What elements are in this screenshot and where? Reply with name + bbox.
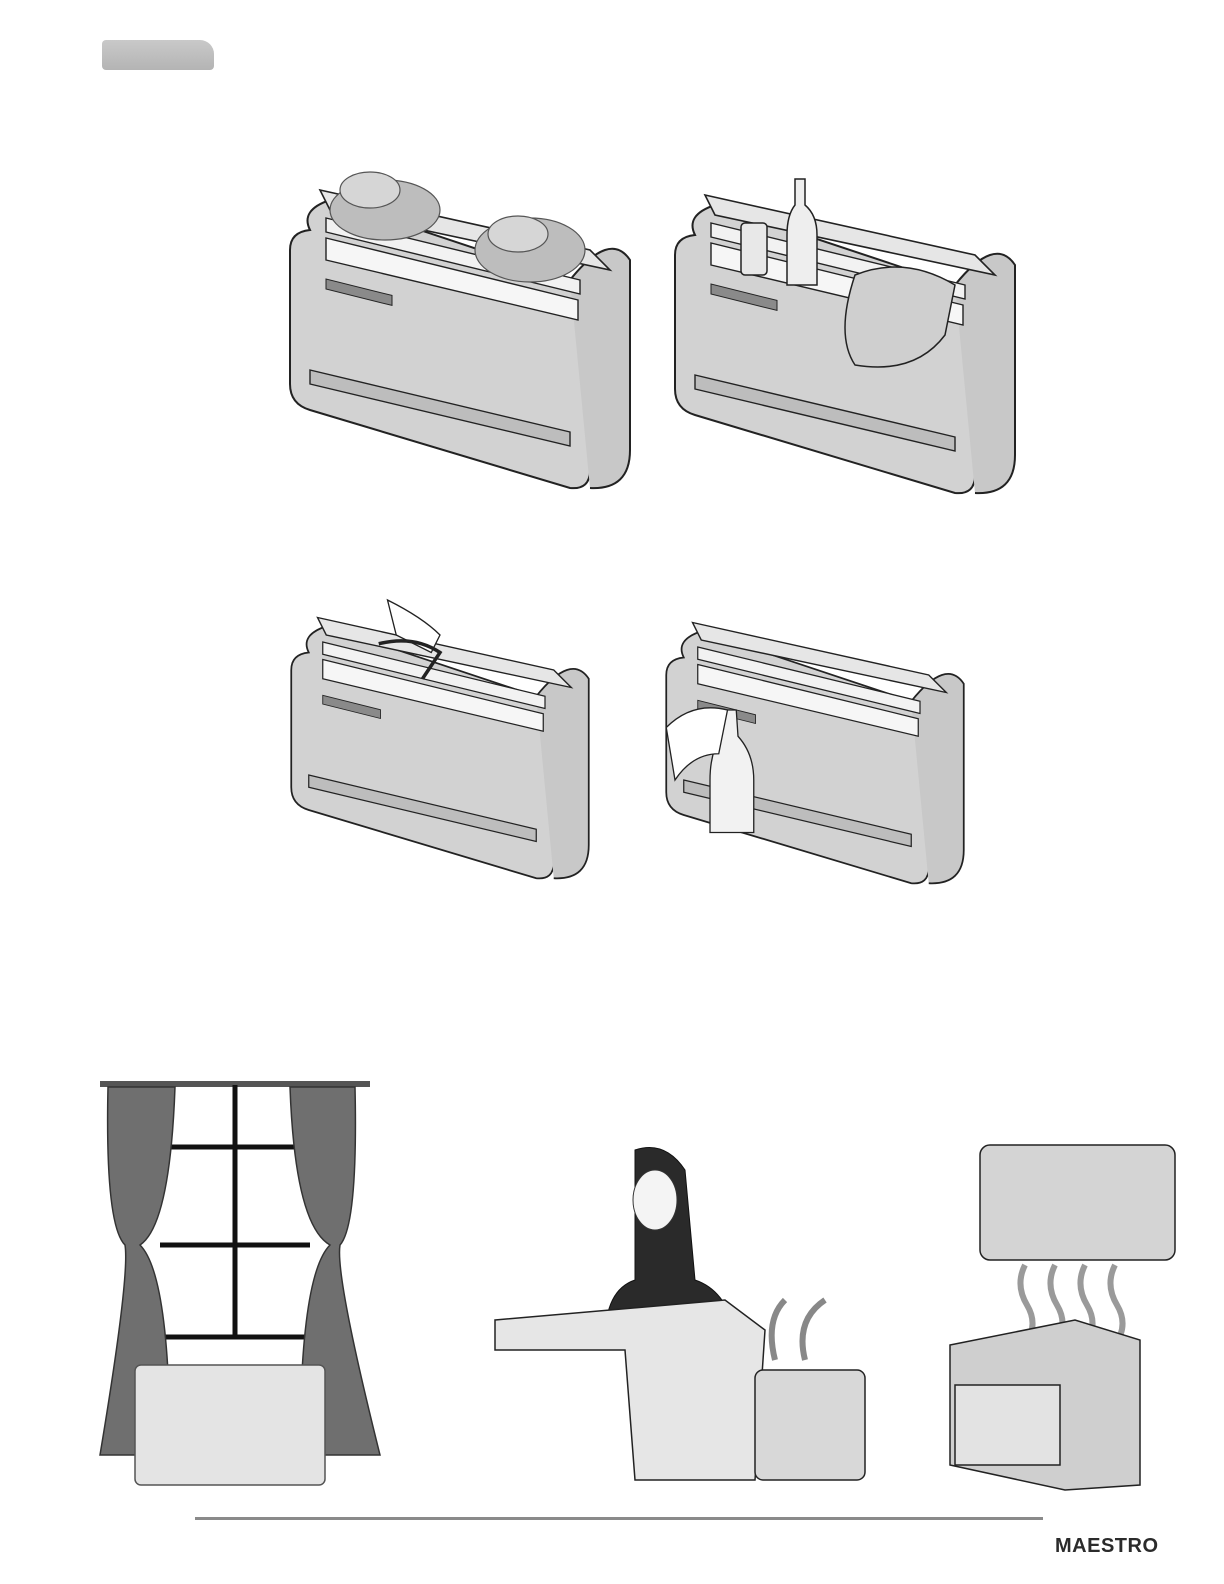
face-icon [633,1170,677,1230]
logo-text: MAESTRO [1055,1535,1159,1557]
illustration-window-curtains [100,1075,380,1490]
illustration-desk-obstruction [495,1140,870,1490]
ac-unit-icon [675,195,1015,493]
bottle-icon [787,179,817,285]
illustration-unit-with-objects [675,175,1015,495]
window-frame [160,1085,310,1337]
brand-logo: MAESTRO [1055,1535,1159,1558]
desk-icon [495,1300,765,1480]
illustration-unit-above-stove [945,1145,1175,1490]
illustration-unit-with-plants [290,170,630,490]
ac-unit-icon [291,618,589,879]
ac-unit-icon [980,1145,1175,1260]
can-icon [741,223,767,275]
illustration-unit-spray-cleaning [640,605,990,885]
section-tab [102,40,214,70]
illustration-unit-flap-closing [290,600,590,880]
airflow-arrow-icon [772,1300,825,1360]
ac-unit-icon [135,1365,325,1485]
oven-door [955,1385,1060,1465]
ac-unit-icon [755,1370,865,1480]
footer-rule [195,1517,1043,1520]
